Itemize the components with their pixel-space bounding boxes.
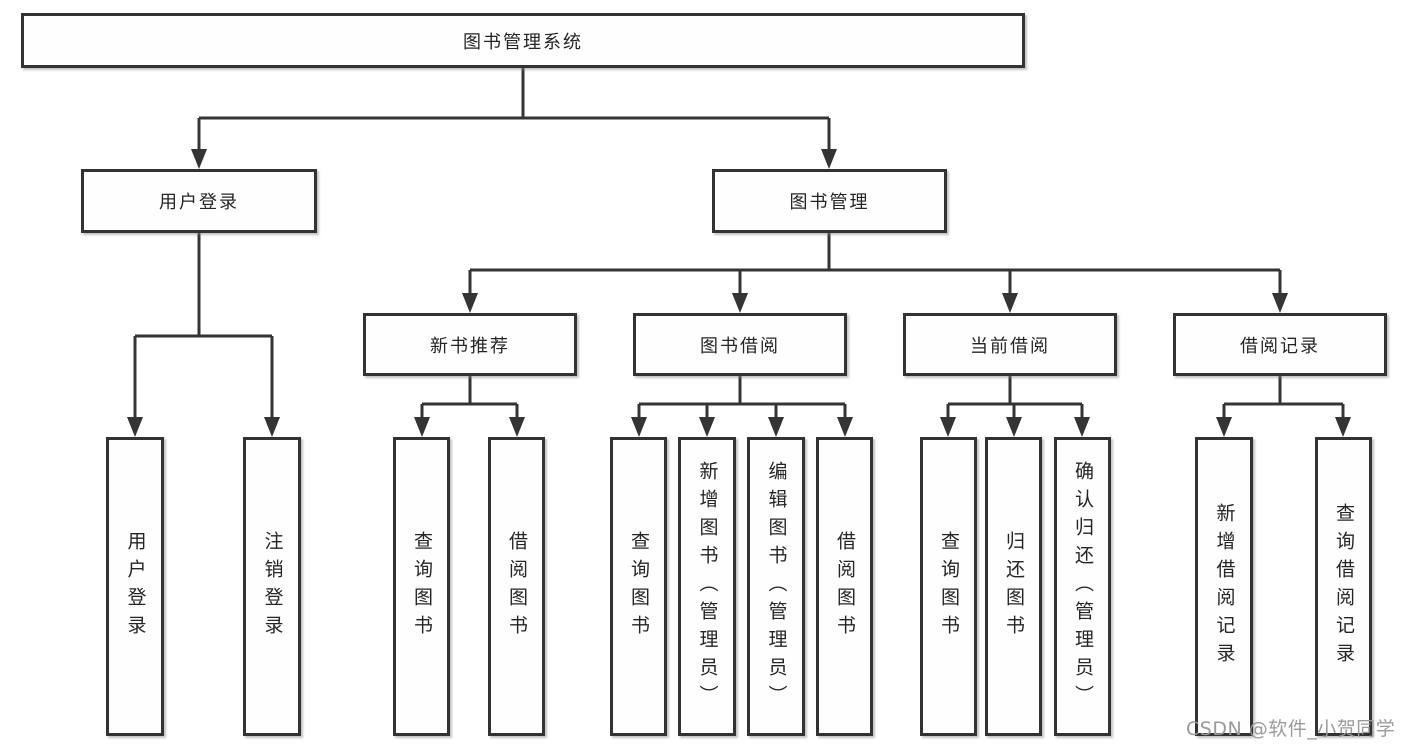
arrowhead-icon	[1074, 417, 1090, 437]
arrowhead-icon	[509, 417, 525, 437]
node-book-borrowing: 图书借阅	[633, 313, 847, 376]
arrowhead-icon	[1272, 293, 1288, 313]
csdn-watermark: CSDN @软件_小贺同学	[1186, 718, 1396, 740]
leaf-logout: 注销登录	[243, 437, 301, 736]
node-book-management: 图书管理	[712, 169, 947, 233]
leaf-edit-books-admin: 编辑图书（管理员）	[747, 437, 805, 736]
arrowhead-icon	[940, 417, 956, 437]
leaf-user-login: 用户登录	[106, 437, 164, 736]
node-new-book-recommendation: 新书推荐	[363, 313, 577, 376]
arrowhead-icon	[264, 417, 280, 437]
leaf-query-books-recommend: 查询图书	[393, 437, 450, 736]
arrowhead-icon	[837, 417, 853, 437]
node-borrowing-records: 借阅记录	[1173, 313, 1387, 376]
arrowhead-icon	[191, 149, 207, 169]
arrowhead-icon	[1335, 417, 1351, 437]
arrowhead-icon	[1006, 417, 1022, 437]
leaf-add-borrow-record: 新增借阅记录	[1195, 437, 1253, 736]
leaf-query-books-current: 查询图书	[920, 437, 977, 736]
arrowhead-icon	[462, 293, 478, 313]
leaf-add-books-admin: 新增图书（管理员）	[678, 437, 736, 736]
node-user-login: 用户登录	[81, 169, 317, 233]
arrowhead-icon	[732, 293, 748, 313]
arrowhead-icon	[699, 417, 715, 437]
node-current-borrowing: 当前借阅	[903, 313, 1117, 376]
leaf-query-borrow-record: 查询借阅记录	[1315, 437, 1372, 736]
arrowhead-icon	[821, 149, 837, 169]
arrowhead-icon	[1216, 417, 1232, 437]
arrowhead-icon	[414, 417, 430, 437]
node-library-management-system: 图书管理系统	[21, 13, 1025, 68]
arrowhead-icon	[127, 417, 143, 437]
leaf-confirm-return-admin: 确认归还（管理员）	[1054, 437, 1111, 736]
leaf-borrow-books: 借阅图书	[816, 437, 873, 736]
arrowhead-icon	[1002, 293, 1018, 313]
leaf-borrow-books-recommend: 借阅图书	[488, 437, 545, 736]
arrowhead-icon	[631, 417, 647, 437]
leaf-return-books: 归还图书	[985, 437, 1042, 736]
leaf-query-books-borrow: 查询图书	[610, 437, 667, 736]
arrowhead-icon	[768, 417, 784, 437]
